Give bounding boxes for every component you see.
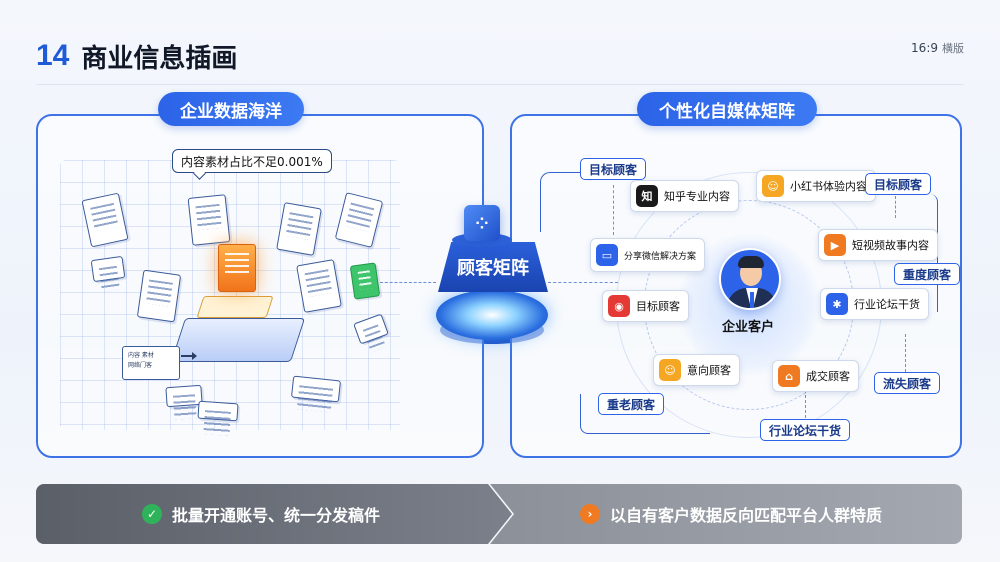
small-card-line: 内容 素材: [128, 352, 154, 359]
chip-label: 成交顾客: [806, 370, 850, 383]
connector-line: [380, 282, 436, 283]
connector-line: [540, 172, 580, 232]
tag-lost-customer: 流失顾客: [874, 372, 941, 394]
customer-chip-intent: ☺ 意向顾客: [653, 354, 740, 386]
right-panel-title: 个性化自媒体矩阵: [637, 92, 817, 126]
chip-label: 小红书体验内容: [790, 180, 867, 193]
connector-line: [580, 394, 710, 434]
chip-label: 知乎专业内容: [664, 190, 730, 203]
deal-icon: ⌂: [778, 365, 800, 387]
document-icon: [187, 194, 231, 246]
tag-old-customer: 重老顾客: [598, 393, 665, 415]
section-number: 14: [36, 39, 70, 72]
connector-line: [895, 196, 896, 218]
document-icon: [165, 384, 203, 408]
tag-forum-content: 行业论坛干货: [760, 419, 851, 441]
green-document-icon: [349, 262, 381, 300]
xiaohongshu-icon: ☺: [762, 175, 784, 197]
chip-label: 目标顾客: [636, 300, 680, 313]
right-banner-text: 以自有客户数据反向匹配平台人群特质: [610, 506, 883, 525]
document-icon: [136, 269, 182, 323]
right-banner: › 以自有客户数据反向匹配平台人群特质: [490, 484, 962, 544]
tag-target-customer: 目标顾客: [865, 173, 932, 195]
matrix-tower: 顾客矩阵: [438, 242, 548, 292]
document-icon: [90, 255, 126, 283]
small-info-card: 内容 素材 网络门客: [122, 346, 180, 380]
chip-label: 行业论坛干货: [854, 298, 920, 311]
chip-label: 短视频故事内容: [852, 239, 929, 252]
customer-avatar: [719, 248, 781, 310]
target-icon: ◉: [608, 295, 630, 317]
small-card-line: 网络门客: [128, 362, 153, 369]
check-icon: ✓: [142, 504, 162, 524]
video-icon: ▶: [824, 234, 846, 256]
content-ratio-callout: 内容素材占比不足0.001%: [172, 149, 332, 173]
page-title: 商业信息插画: [81, 43, 238, 74]
wechat-icon: ▭: [596, 244, 618, 266]
platform-chip-video: ▶ 短视频故事内容: [818, 229, 938, 261]
forum-icon: ✱: [826, 293, 848, 315]
document-icon: [296, 259, 342, 313]
header-divider: [36, 84, 964, 85]
connector-line: [613, 185, 614, 235]
customer-chip-target: ◉ 目标顾客: [602, 290, 689, 322]
platform-chip-wechat: ▭ 分享微信解决方案: [590, 238, 706, 272]
platform-chip-forum: ✱ 行业论坛干货: [820, 288, 929, 320]
tag-heavy-customer: 重度顾客: [894, 263, 961, 285]
document-icon: [197, 400, 239, 422]
zhihu-icon: 知: [636, 185, 658, 207]
connector-line: [548, 282, 618, 283]
tag-target-customer: 目标顾客: [580, 158, 647, 180]
aspect-ratio-label: 16:9 横版: [911, 40, 964, 56]
connector-line: [805, 390, 806, 418]
ratio-suffix: 横版: [942, 42, 964, 55]
customer-chip-deal: ⌂ 成交顾客: [772, 360, 859, 392]
platform-chip-zhihu: 知 知乎专业内容: [630, 180, 739, 212]
platform-chip-xiaohongshu: ☺ 小红书体验内容: [756, 170, 876, 202]
left-banner-text: 批量开通账号、统一分发稿件: [172, 506, 381, 525]
glow-disc: [436, 290, 548, 340]
left-panel-title: 企业数据海洋: [158, 92, 304, 126]
platform-top: [196, 296, 274, 318]
person-icon: ☺: [659, 359, 681, 381]
highlight-document-icon: [218, 244, 256, 292]
arrow-icon: ›: [580, 504, 600, 524]
page-header: 14 商业信息插画: [36, 38, 237, 74]
connector-line: [905, 334, 906, 372]
document-icon: [290, 375, 342, 403]
chip-label: 意向顾客: [687, 364, 731, 377]
arrow-right-icon: [181, 352, 197, 360]
ratio-value: 16:9: [911, 41, 938, 55]
chip-label: 分享微信解决方案: [624, 251, 697, 262]
left-banner: ✓ 批量开通账号、统一分发稿件: [36, 484, 512, 544]
center-label: 企业客户: [722, 320, 775, 335]
grid-icon: ⁘: [464, 205, 500, 241]
